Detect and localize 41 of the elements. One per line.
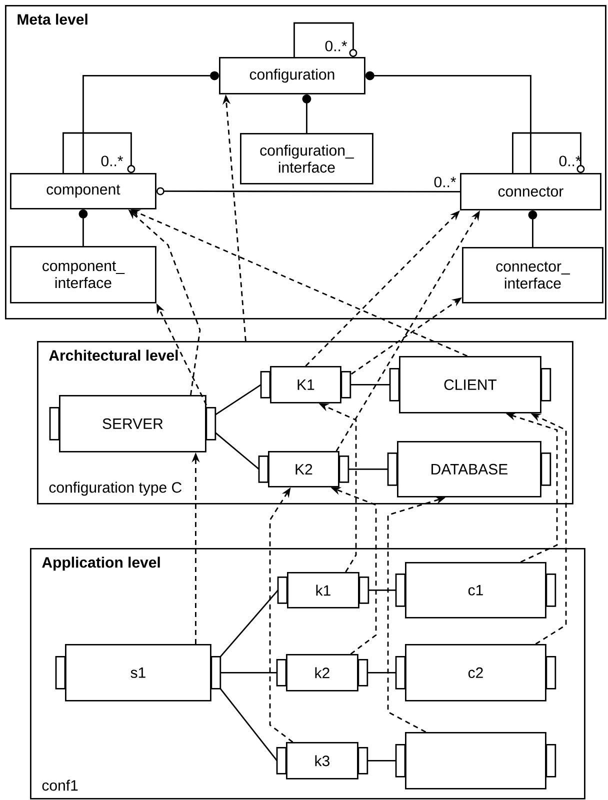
connector-line (348, 468, 388, 470)
class-box: connector_ interface (462, 247, 604, 304)
association-line (82, 71, 219, 173)
component-box: k1 (277, 572, 370, 608)
connector-line (220, 672, 277, 674)
association-line (78, 209, 88, 246)
component-box: k2 (276, 654, 368, 692)
component-box: s1 (55, 644, 222, 702)
component-box: DATABASE (387, 441, 552, 498)
multiplicity-label: 0..* (559, 156, 582, 166)
association-line (302, 94, 312, 133)
connector-line (220, 688, 278, 762)
component-box: k3 (276, 742, 368, 780)
multiplicity-label: 0..* (325, 40, 348, 52)
component-box: K1 (260, 366, 352, 404)
association-line (62, 132, 136, 173)
class-box: configuration (219, 57, 366, 94)
class-box: component (10, 173, 156, 210)
component-box (395, 732, 556, 790)
multiplicity-label: 0..* (101, 156, 124, 166)
connector-line (350, 384, 390, 386)
class-box: component_ interface (10, 246, 156, 304)
connector-line (215, 384, 262, 416)
connector-line (214, 432, 260, 470)
association-line (365, 71, 532, 173)
connector-line (368, 590, 396, 591)
association-line (512, 132, 585, 173)
component-box: K2 (258, 451, 350, 488)
association-line (156, 187, 460, 196)
connector-line (367, 760, 396, 762)
component-box: CLIENT (389, 356, 552, 414)
connector-line (367, 672, 396, 674)
multiplicity-label: 0..* (434, 176, 456, 188)
association-line (294, 22, 358, 57)
component-box: c2 (395, 644, 556, 702)
component-box: c1 (395, 562, 556, 618)
component-box: SERVER (49, 395, 216, 452)
class-box: configuration_ interface (240, 133, 374, 184)
association-line (528, 210, 538, 247)
class-box: connector (460, 173, 602, 210)
connector-line (220, 590, 279, 658)
